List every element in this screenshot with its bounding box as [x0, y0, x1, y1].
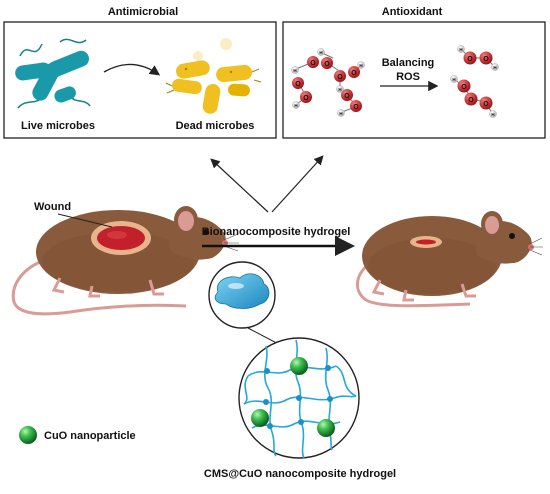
atom-h-letter: H	[491, 112, 494, 117]
atom-o-letter: O	[310, 60, 316, 67]
atom-o-letter: O	[344, 93, 350, 100]
legend-cuo-label: CuO nanoparticle	[44, 430, 136, 442]
arrow-to-antimicrobial	[210, 158, 269, 213]
atom-o-letter: O	[295, 81, 301, 88]
ros-molecule-cluster: O O O O O O O O H H	[291, 48, 365, 117]
antioxidant-title: Antioxidant	[382, 6, 443, 18]
atom-h-letter: H	[452, 77, 455, 82]
atom-o-letter: O	[337, 74, 343, 81]
hydrogel-label: Bionanocomposite hydrogel	[202, 226, 351, 238]
atom-h-letter: H	[359, 63, 362, 68]
dead-bacteria-icon	[165, 38, 262, 114]
live-bacteria-icon	[15, 38, 91, 109]
nanoparticle-icon	[317, 419, 335, 437]
balancing-label: Balancing	[382, 57, 435, 69]
nanoparticle-icon	[251, 409, 269, 427]
wounded-mouse-icon	[11, 206, 239, 316]
atom-h-letter: H	[319, 50, 322, 55]
atom-o-letter: O	[468, 97, 474, 104]
atom-o-letter: O	[467, 56, 473, 63]
dead-microbes-label: Dead microbes	[176, 120, 255, 132]
antimicrobial-title: Antimicrobial	[108, 6, 178, 18]
hydrogel-blob-icon	[214, 273, 270, 309]
atom-o-letter: O	[461, 84, 467, 91]
atom-h-letter: H	[339, 111, 342, 116]
healed-mouse-icon	[356, 211, 543, 308]
nanoparticle-icon	[290, 357, 308, 375]
antioxidant-box	[282, 21, 546, 139]
antimicrobial-panel: Antimicrobial Live microbes	[3, 6, 277, 139]
atom-h-letter: H	[338, 87, 341, 92]
arrow-to-antioxidant	[271, 155, 324, 213]
wound-pointer	[57, 213, 113, 228]
atom-o-letter: O	[353, 104, 359, 111]
atom-o-letter: O	[483, 56, 489, 63]
legend: CuO nanoparticle	[19, 426, 136, 444]
legend-nanoparticle-icon	[19, 426, 37, 444]
atom-h-letter: H	[459, 47, 462, 52]
atom-o-letter: O	[483, 101, 489, 108]
kill-arrow	[103, 63, 161, 76]
live-microbes-label: Live microbes	[21, 120, 95, 132]
atom-o-letter: O	[303, 95, 309, 102]
wound-label: Wound	[34, 201, 71, 213]
antioxidant-panel: Antioxidant O O O	[282, 6, 546, 139]
network-caption: CMS@CuO nanocomposite hydrogel	[204, 468, 396, 480]
ros-label: ROS	[396, 71, 420, 83]
atom-h-letter: H	[293, 68, 296, 73]
atom-o-letter: O	[351, 70, 357, 77]
atom-o-letter: O	[324, 61, 330, 68]
hydrogel-network-circle	[238, 337, 360, 459]
balanced-molecules: O O H H O O O H H	[450, 45, 499, 118]
atom-h-letter: H	[294, 103, 297, 108]
atom-h-letter: H	[493, 65, 496, 70]
